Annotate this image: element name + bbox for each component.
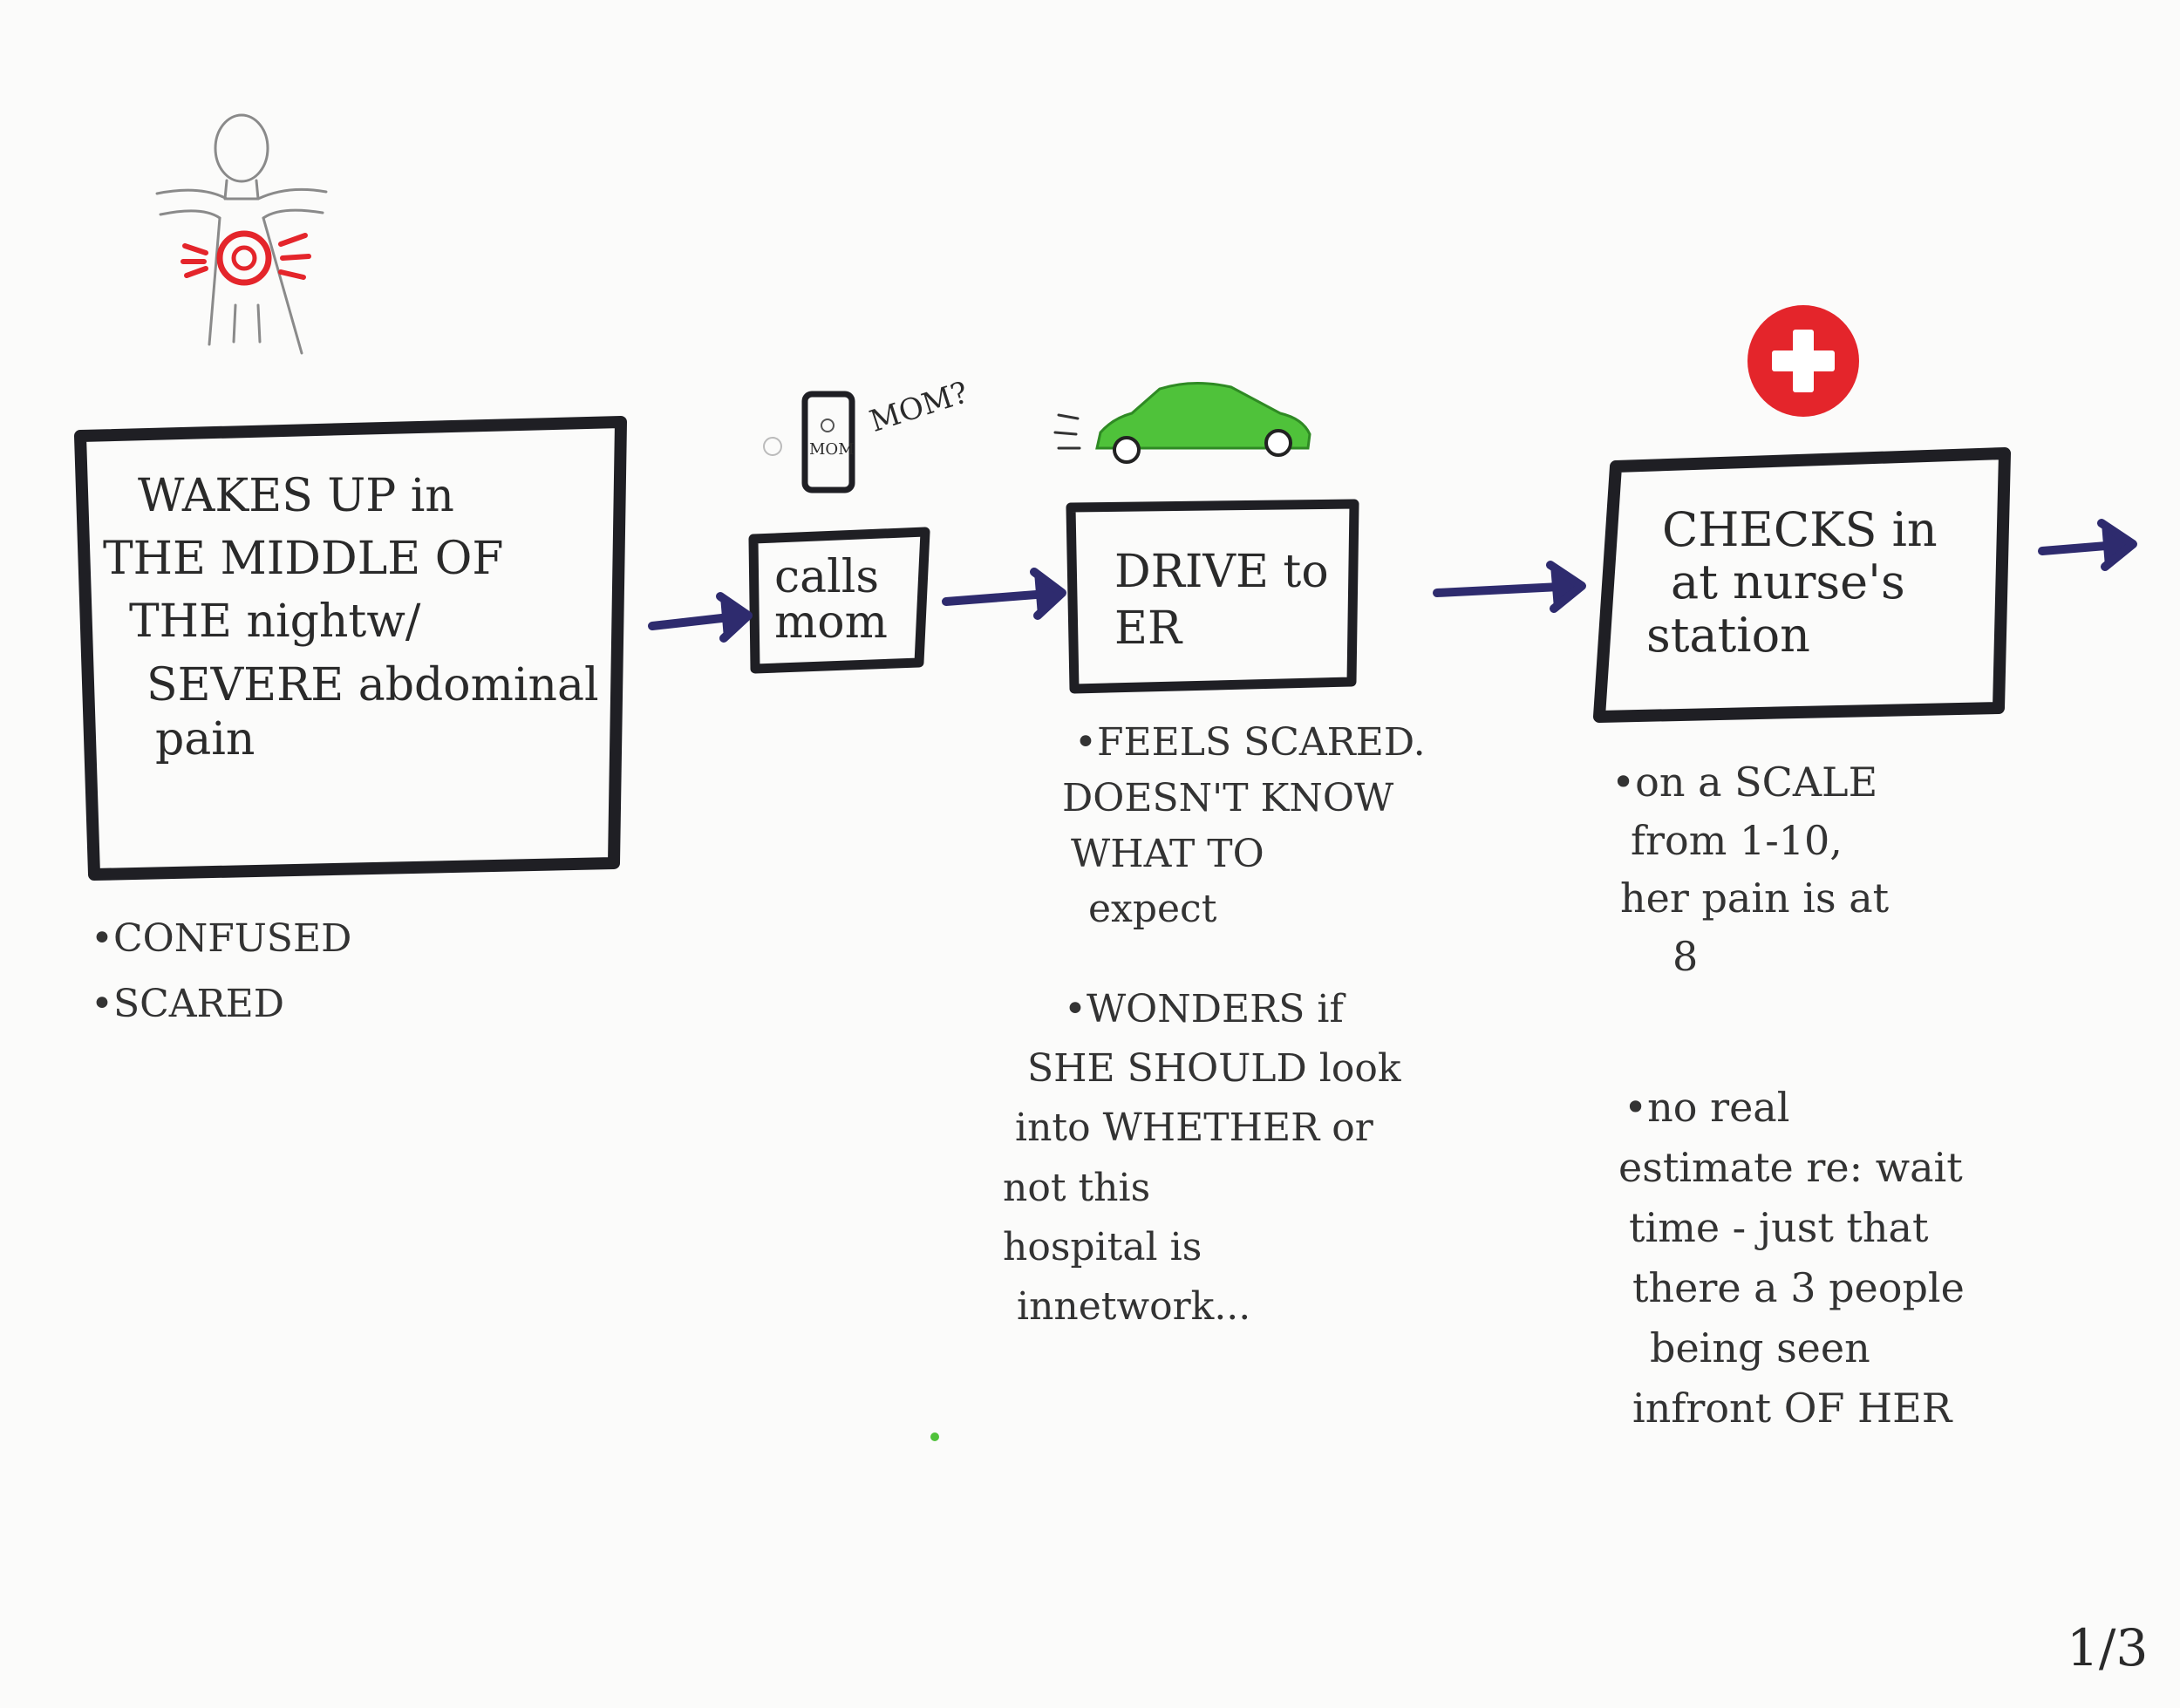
- note-line: DOESN'T KNOW: [1062, 775, 1394, 820]
- step-3-notes-a: •FEELS SCARED. DOESN'T KNOW WHAT TO expe…: [1062, 715, 1426, 937]
- green-dot: [930, 1432, 939, 1441]
- note-line: infront OF HER: [1632, 1385, 1952, 1432]
- note-line: 8: [1672, 933, 1699, 981]
- note-line: being seen: [1650, 1324, 1870, 1371]
- step-3-notes-b: •WONDERS if SHE SHOULD look into WHETHER…: [1003, 980, 1400, 1337]
- step-2-text: calls mom: [774, 555, 888, 645]
- note-line: her pain is at: [1620, 874, 1890, 922]
- step-4-text: CHECKS in at nurse's station: [1646, 502, 1938, 663]
- step-box-calls-mom: [748, 527, 930, 674]
- note-line: •CONFUSED: [91, 916, 352, 961]
- step-box-drive-to-er: [1066, 499, 1359, 694]
- step-4-line: station: [1646, 607, 1810, 663]
- note-line: not this: [1003, 1165, 1151, 1210]
- note-line: time - just that: [1629, 1204, 1929, 1251]
- note-line: •SCARED: [91, 981, 285, 1026]
- note-line: hospital is: [1003, 1224, 1202, 1269]
- step-4-notes-a: •on a SCALE from 1-10, her pain is at 8: [1611, 753, 1889, 986]
- note-line: •FEELS SCARED.: [1074, 720, 1426, 765]
- note-line: •no real: [1624, 1084, 1790, 1131]
- step-1-line: THE MIDDLE OF: [103, 533, 504, 586]
- note-line: into WHETHER or: [1015, 1106, 1373, 1151]
- step-3-line: ER: [1114, 602, 1182, 655]
- arrow-4: [2038, 519, 2137, 571]
- step-1-line: THE nightw/: [129, 595, 421, 649]
- step-1-line: SEVERE abdominal: [146, 658, 599, 711]
- step-4-notes-b: •no real estimate re: wait time - just t…: [1618, 1078, 1965, 1439]
- note-line: •on a SCALE: [1611, 759, 1878, 806]
- page-number: 1/3: [2067, 1618, 2149, 1677]
- step-4-line: CHECKS in: [1662, 502, 1938, 557]
- step-3-line: DRIVE to: [1114, 546, 1329, 598]
- step-1-text: WAKES UP in THE MIDDLE OF THE nightw/ SE…: [103, 471, 599, 765]
- step-1-line: WAKES UP in: [138, 470, 454, 522]
- step-2-line: mom: [774, 596, 888, 649]
- phone-icon: [763, 391, 855, 493]
- flow-arrows: [648, 519, 2137, 643]
- note-line: from 1-10,: [1631, 816, 1843, 864]
- note-line: •WONDERS if: [1064, 987, 1344, 1031]
- note-line: estimate re: wait: [1618, 1144, 1963, 1191]
- step-1-notes: •CONFUSED •SCARED: [91, 907, 351, 1038]
- step-4-line: at nurse's: [1671, 555, 1905, 610]
- person-in-pain-icon: [155, 113, 328, 355]
- medical-cross-icon: [1747, 305, 1859, 417]
- phone-screen-label: MOM: [809, 440, 855, 459]
- step-1-line: pain: [155, 712, 255, 766]
- note-line: there a 3 people: [1632, 1264, 1965, 1311]
- step-2-line: calls: [774, 551, 880, 603]
- car-icon: [1053, 382, 1311, 464]
- note-line: innetwork...: [1017, 1283, 1251, 1329]
- arrow-1: [648, 592, 753, 643]
- note-line: SHE SHOULD look: [1027, 1046, 1401, 1092]
- note-line: WHAT TO: [1071, 831, 1264, 876]
- step-box-wakes-up: [74, 416, 627, 881]
- arrow-2: [942, 568, 1066, 620]
- arrow-3: [1433, 561, 1586, 613]
- step-3-text: DRIVE to ER: [1114, 544, 1329, 657]
- step-box-checks-in: [1593, 447, 2011, 723]
- note-line: expect: [1088, 887, 1217, 932]
